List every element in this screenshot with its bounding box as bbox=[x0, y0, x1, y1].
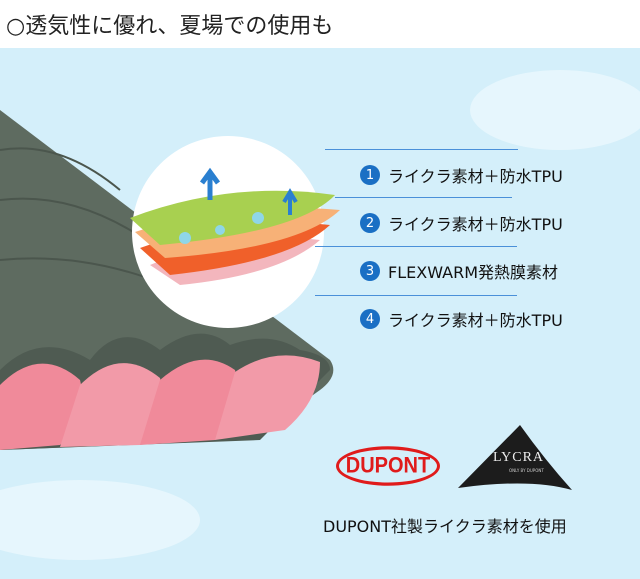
header: ○透気性に優れ、夏場での使用も bbox=[0, 0, 640, 48]
leader-line-4 bbox=[315, 295, 517, 296]
layer-item-1: 1 ライクラ素材＋防水TPU bbox=[360, 163, 563, 187]
leader-line-2 bbox=[335, 197, 512, 198]
number-badge: 4 bbox=[360, 309, 380, 329]
layer-detail-circle bbox=[130, 136, 340, 328]
material-caption: DUPONT社製ライクラ素材を使用 bbox=[323, 517, 567, 536]
number-badge: 1 bbox=[360, 165, 380, 185]
layer-label: ライクラ素材＋防水TPU bbox=[388, 167, 563, 186]
number-badge: 2 bbox=[360, 213, 380, 233]
number-badge: 3 bbox=[360, 261, 380, 281]
layer-item-2: 2 ライクラ素材＋防水TPU bbox=[360, 211, 563, 235]
lycra-logo-text: LYCRA bbox=[493, 450, 545, 465]
leader-line-3 bbox=[315, 246, 517, 247]
leader-line-1 bbox=[325, 149, 518, 150]
layer-label: ライクラ素材＋防水TPU bbox=[388, 311, 563, 330]
dupont-logo: DUPONT bbox=[336, 446, 440, 486]
layer-label: ライクラ素材＋防水TPU bbox=[388, 215, 563, 234]
layer-item-4: 4 ライクラ素材＋防水TPU bbox=[360, 307, 563, 331]
layer-item-3: 3 FLEXWARM発熱膜素材 bbox=[360, 259, 558, 283]
page-title: ○透気性に優れ、夏場での使用も bbox=[6, 14, 334, 39]
layer-label: FLEXWARM発熱膜素材 bbox=[388, 263, 559, 282]
lycra-logo-subtext: ONLY BY DUPONT bbox=[509, 468, 544, 473]
